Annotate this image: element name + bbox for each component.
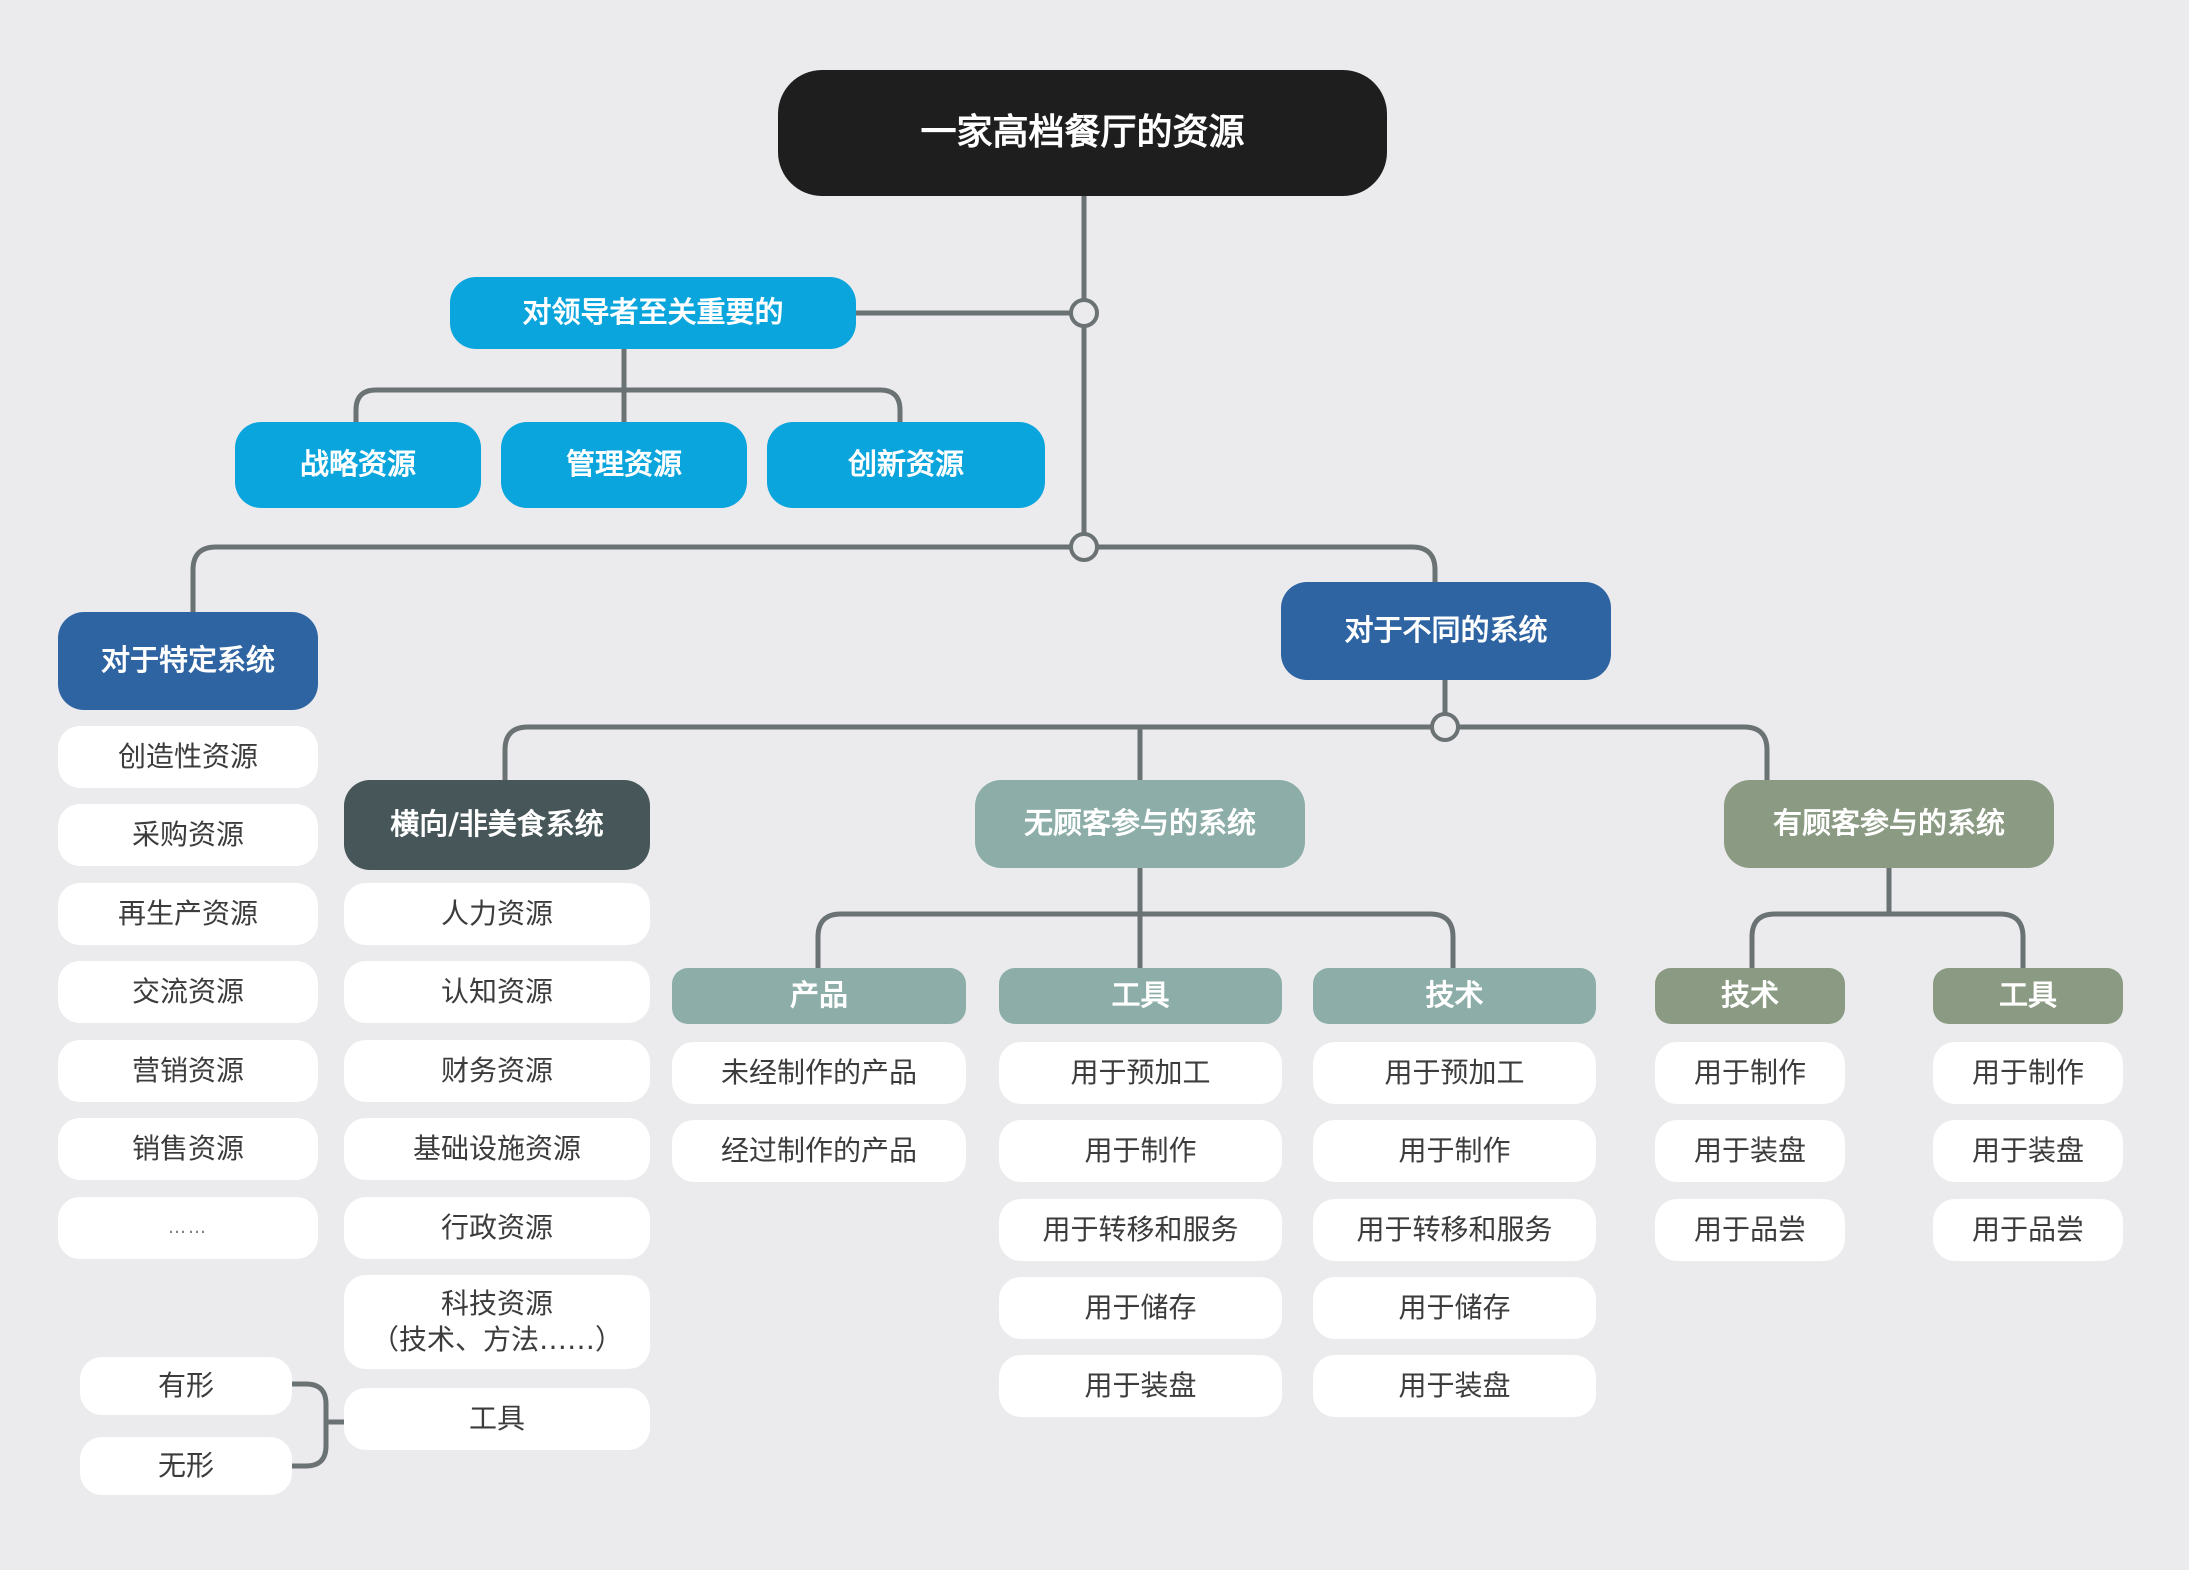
tech-resource-title: 科技资源	[440, 1286, 553, 1320]
horizontal-item: 认知资源	[344, 961, 650, 1023]
customer-tools-item: 用于制作	[1933, 1042, 2123, 1104]
no-customer-tech-node: 技术	[1313, 968, 1596, 1024]
tools-item: 用于储存	[999, 1277, 1282, 1339]
junction-top	[1069, 298, 1099, 328]
horizontal-item: 财务资源	[344, 1040, 650, 1102]
leader-node: 对领导者至关重要的	[450, 277, 856, 349]
with-customer-system-node: 有顾客参与的系统	[1724, 780, 2054, 868]
junction-systems	[1430, 712, 1460, 742]
specific-item: 销售资源	[58, 1118, 318, 1180]
customer-tools-item: 用于品尝	[1933, 1199, 2123, 1261]
tech-item: 用于预加工	[1313, 1042, 1596, 1104]
tools-item: 用于装盘	[999, 1355, 1282, 1417]
different-children-link	[502, 724, 1770, 783]
with-customer-link	[1749, 865, 2026, 971]
horizontal-system-node: 横向/非美食系统	[344, 780, 650, 870]
product-item: 经过制作的产品	[672, 1120, 966, 1182]
root-node: 一家高档餐厅的资源	[778, 70, 1387, 196]
tech-item: 用于转移和服务	[1313, 1199, 1596, 1261]
specific-item: 采购资源	[58, 804, 318, 866]
specific-item: 创造性资源	[58, 726, 318, 788]
tech-resource-node: 科技资源 （技术、方法……）	[344, 1275, 650, 1369]
tools-resource-node: 工具	[344, 1388, 650, 1450]
product-item: 未经制作的产品	[672, 1042, 966, 1104]
tech-item: 用于装盘	[1313, 1355, 1596, 1417]
customer-tech-item: 用于装盘	[1655, 1120, 1845, 1182]
no-customer-tools-node: 工具	[999, 968, 1282, 1024]
management-resource-node: 管理资源	[501, 422, 747, 508]
strategy-resource-node: 战略资源	[235, 422, 481, 508]
junction-middle	[1069, 532, 1099, 562]
innovation-resource-node: 创新资源	[767, 422, 1045, 508]
different-system-node: 对于不同的系统	[1281, 582, 1611, 680]
systems-link	[190, 544, 1438, 615]
no-customer-system-node: 无顾客参与的系统	[975, 780, 1305, 868]
no-customer-link	[815, 865, 1456, 971]
horizontal-item: 人力资源	[344, 883, 650, 945]
with-customer-tools-node: 工具	[1933, 968, 2123, 1024]
specific-item: 交流资源	[58, 961, 318, 1023]
tech-item: 用于储存	[1313, 1277, 1596, 1339]
horizontal-item: 基础设施资源	[344, 1118, 650, 1180]
tangible-bracket	[289, 1381, 353, 1469]
specific-system-node: 对于特定系统	[58, 612, 318, 710]
tech-item: 用于制作	[1313, 1120, 1596, 1182]
customer-tech-item: 用于品尝	[1655, 1199, 1845, 1261]
specific-item-ellipsis: ……	[58, 1197, 318, 1259]
specific-item: 营销资源	[58, 1040, 318, 1102]
no-customer-product-node: 产品	[672, 968, 966, 1024]
tech-resource-subtitle: （技术、方法……）	[370, 1323, 623, 1356]
customer-tech-item: 用于制作	[1655, 1042, 1845, 1104]
with-customer-tech-node: 技术	[1655, 968, 1845, 1024]
tools-item: 用于制作	[999, 1120, 1282, 1182]
intangible-node: 无形	[80, 1437, 292, 1495]
tools-item: 用于预加工	[999, 1042, 1282, 1104]
horizontal-item: 行政资源	[344, 1197, 650, 1259]
customer-tools-item: 用于装盘	[1933, 1120, 2123, 1182]
tools-item: 用于转移和服务	[999, 1199, 1282, 1261]
tangible-node: 有形	[80, 1357, 292, 1415]
leader-children-link	[353, 346, 903, 425]
specific-item: 再生产资源	[58, 883, 318, 945]
